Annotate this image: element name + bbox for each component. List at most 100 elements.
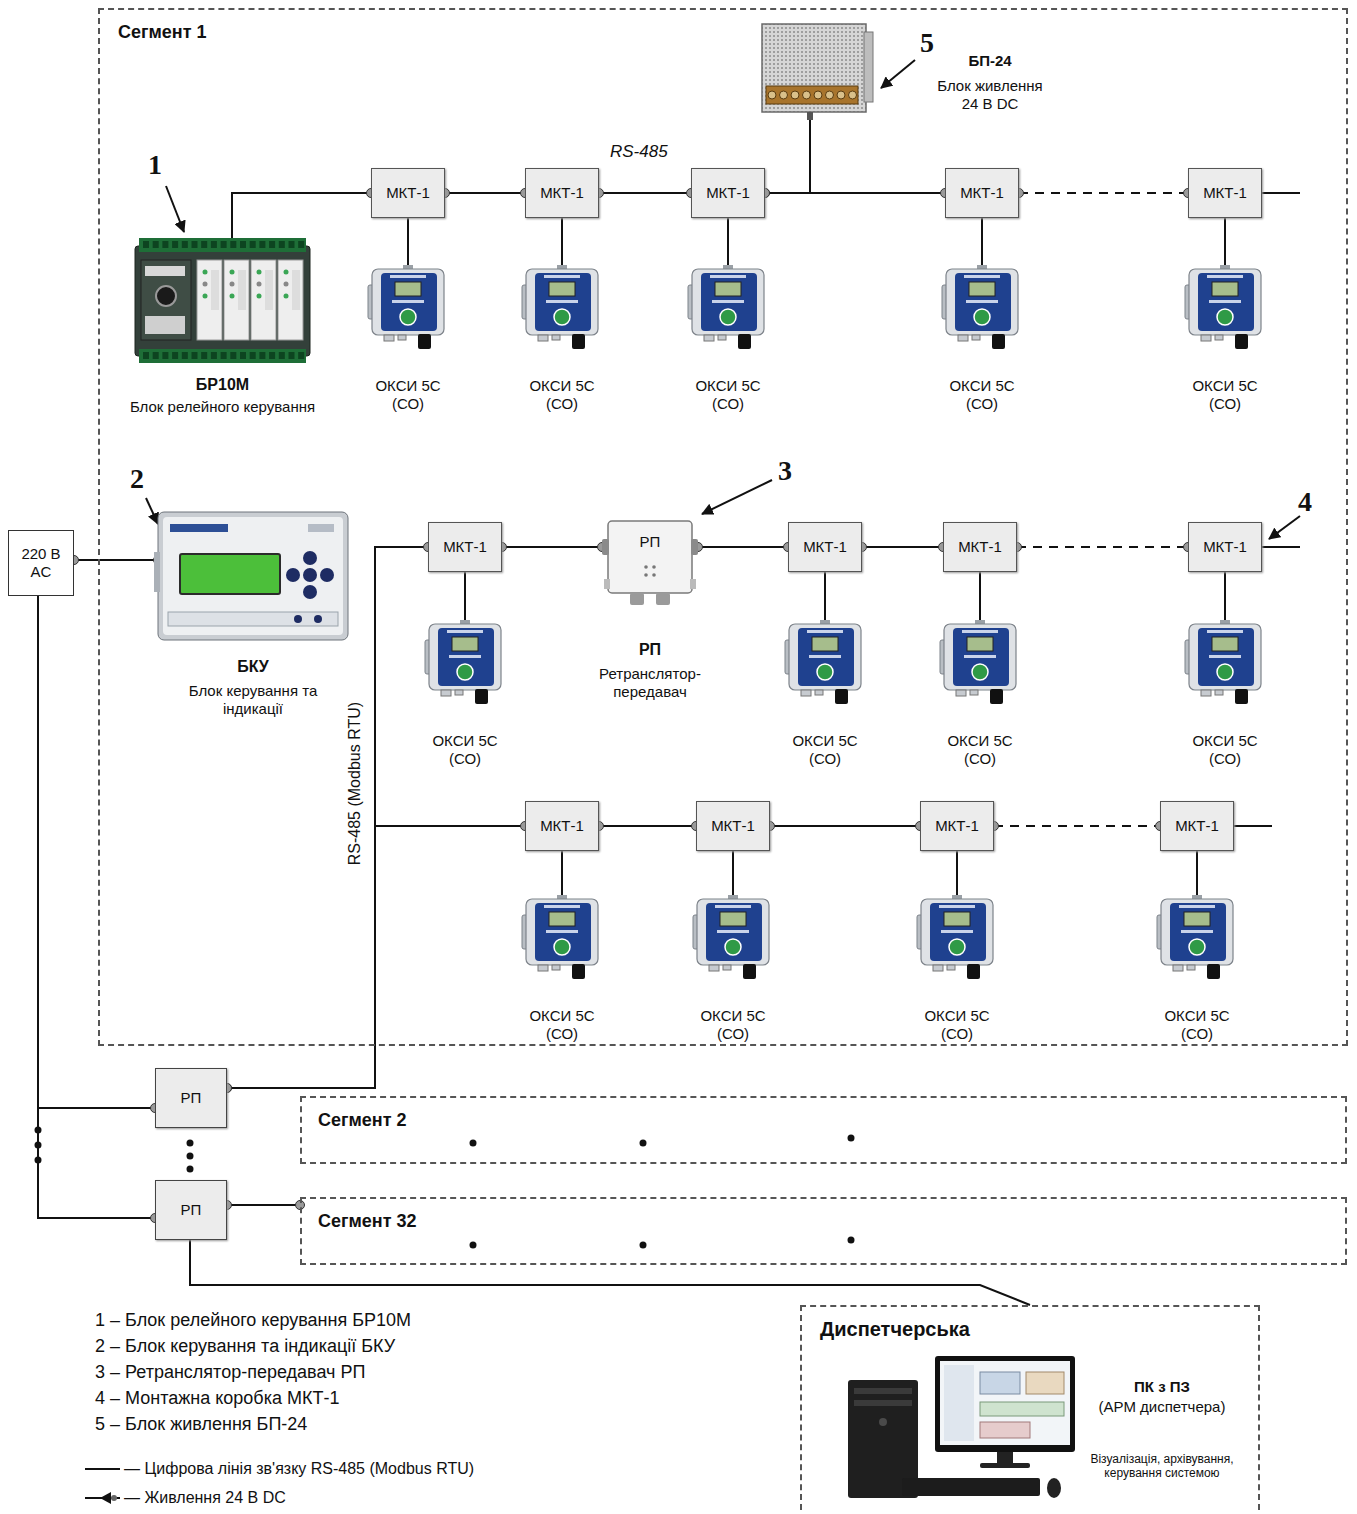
control-unit-picture — [158, 512, 348, 640]
repeater-box-picture-part — [644, 573, 648, 577]
relay-unit-picture-part — [284, 294, 289, 299]
gas-sensor-picture — [940, 620, 1020, 705]
gas-sensor-picture-part — [1187, 965, 1195, 970]
gas-sensor-picture-part — [1201, 690, 1211, 696]
bus-connector — [38, 596, 155, 1108]
junction-box: МКТ-1 — [945, 168, 1019, 218]
gas-sensor-picture-part — [1235, 334, 1248, 349]
operator-pc-picture-part — [940, 1361, 1070, 1445]
operator-pc-picture-part — [1026, 1372, 1064, 1394]
gas-sensor-picture-part — [1179, 905, 1215, 908]
gas-sensor-picture-part — [1207, 275, 1243, 278]
relay-unit-picture-part — [279, 352, 285, 359]
gas-sensor-picture-part — [947, 965, 955, 970]
control-unit-picture-part — [294, 615, 302, 623]
legend-samples-part — [100, 1492, 111, 1504]
gas-sensor-picture-part — [1207, 964, 1220, 979]
relay-unit-picture-part — [145, 316, 185, 334]
continuation-dots-part — [470, 1140, 477, 1147]
bus-connector — [227, 1204, 300, 1206]
gas-sensor-picture-part — [552, 335, 560, 340]
legend-text: — Живлення 24 В DC — [124, 1488, 286, 1507]
gas-sensor-picture — [917, 895, 997, 980]
gas-sensor-picture-part — [1207, 630, 1243, 633]
repeater-box-picture-part — [656, 593, 670, 605]
continuation-dots-part — [640, 1140, 647, 1147]
gas-sensor-picture-part — [956, 690, 966, 696]
bus-connector — [74, 559, 158, 561]
junction-box: МКТ-1 — [691, 168, 765, 218]
node-caption: Блок живлення 24 В DC — [930, 77, 1050, 113]
bus-label: RS-485 — [610, 142, 668, 162]
gas-sensor: ОКСИ 5С (СО) — [688, 265, 768, 350]
relay-unit-picture-part — [292, 270, 300, 310]
relay-unit-picture-part — [230, 241, 236, 248]
relay-unit-picture-part — [230, 352, 236, 359]
key-item: 1 – Блок релейного керування БР10М — [95, 1310, 411, 1332]
repeater-box-picture-part — [644, 565, 648, 569]
power-supply-picture-part — [814, 91, 822, 99]
legend-text: — Цифрова лінія зв'язку RS-485 (Modbus R… — [124, 1459, 474, 1478]
gas-sensor-picture — [522, 895, 602, 980]
gas-sensor-picture-part — [1170, 903, 1226, 961]
gas-sensor: ОКСИ 5С (СО) — [1185, 620, 1265, 705]
gas-sensor-picture-part — [798, 628, 854, 686]
gas-sensor-picture-part — [738, 334, 751, 349]
relay-unit-picture-part — [230, 282, 235, 287]
junction-box: МКТ-1 — [428, 522, 502, 572]
operator-pc-picture-part — [980, 1422, 1030, 1438]
gas-sensor-picture-part — [438, 628, 494, 686]
gas-sensor-picture-part — [395, 282, 421, 296]
bus-connector — [727, 218, 729, 265]
gas-sensor-picture-part — [789, 624, 861, 690]
relay-unit-picture-part — [298, 352, 304, 359]
gas-sensor-picture-part — [549, 282, 575, 296]
gas-sensor-picture-part — [429, 624, 501, 690]
gas-sensor: ОКСИ 5С (СО) — [942, 265, 1022, 350]
control-unit-picture-part — [308, 524, 334, 532]
gas-sensor-picture-part — [1189, 269, 1261, 335]
bus-line-ends-part — [1234, 825, 1272, 827]
gas-sensor-picture-part — [447, 630, 483, 633]
power-supply-picture-part — [780, 91, 788, 99]
gas-sensor-picture-part — [554, 939, 570, 955]
node-label: МКТ-1 — [1189, 523, 1261, 571]
gas-sensor-picture-part — [1217, 309, 1233, 325]
gas-sensor-picture-part — [1209, 300, 1241, 303]
node-label: ОКСИ 5С (СО) — [1181, 377, 1269, 413]
relay-unit-picture-part — [203, 270, 208, 275]
node-caption: (АРМ диспетчера) — [1072, 1398, 1252, 1416]
control-room-region: ДиспетчерськаПК з ПЗ(АРМ диспетчера)Візу… — [800, 1305, 1260, 1514]
gas-sensor: ОКСИ 5С (СО) — [1157, 895, 1237, 980]
gas-sensor-picture-part — [475, 689, 488, 704]
node-label: РП — [156, 1069, 226, 1127]
gas-sensor-picture — [693, 895, 773, 980]
control-unit-picture-part — [158, 512, 348, 640]
node-caption: Блок релейного керування — [100, 398, 345, 416]
power-supply-picture-part — [849, 91, 857, 99]
relay-unit-picture-part — [182, 241, 188, 248]
gas-sensor-picture-part — [953, 628, 1009, 686]
gas-sensor-picture-part — [720, 912, 746, 926]
gas-sensor-picture-part — [1235, 689, 1248, 704]
operator-pc-picture-part — [854, 1388, 912, 1394]
gas-sensor-picture-part — [946, 269, 1018, 335]
continuation-dots-part — [187, 1153, 194, 1160]
gas-sensor-picture-part — [1184, 912, 1210, 926]
gas-sensor-picture-part — [944, 912, 970, 926]
callout-leaders-part — [881, 60, 915, 88]
relay-unit-picture-part — [143, 241, 149, 248]
operator-pc-picture-part — [944, 1365, 974, 1441]
junction-box: МКТ-1 — [920, 801, 994, 851]
gas-sensor-picture-part — [949, 939, 965, 955]
callout-leaders-part — [1269, 516, 1300, 539]
gas-sensor-picture-part — [974, 309, 990, 325]
node-label: ОКСИ 5С (СО) — [689, 1007, 777, 1043]
repeater-box-picture-part — [690, 579, 696, 589]
gas-sensor-picture-part — [990, 689, 1003, 704]
control-unit-picture-part — [163, 517, 343, 635]
relay-unit-picture-part — [201, 241, 207, 248]
bus-line-ends-part — [1262, 546, 1300, 548]
gas-sensor-picture-part — [701, 273, 757, 331]
